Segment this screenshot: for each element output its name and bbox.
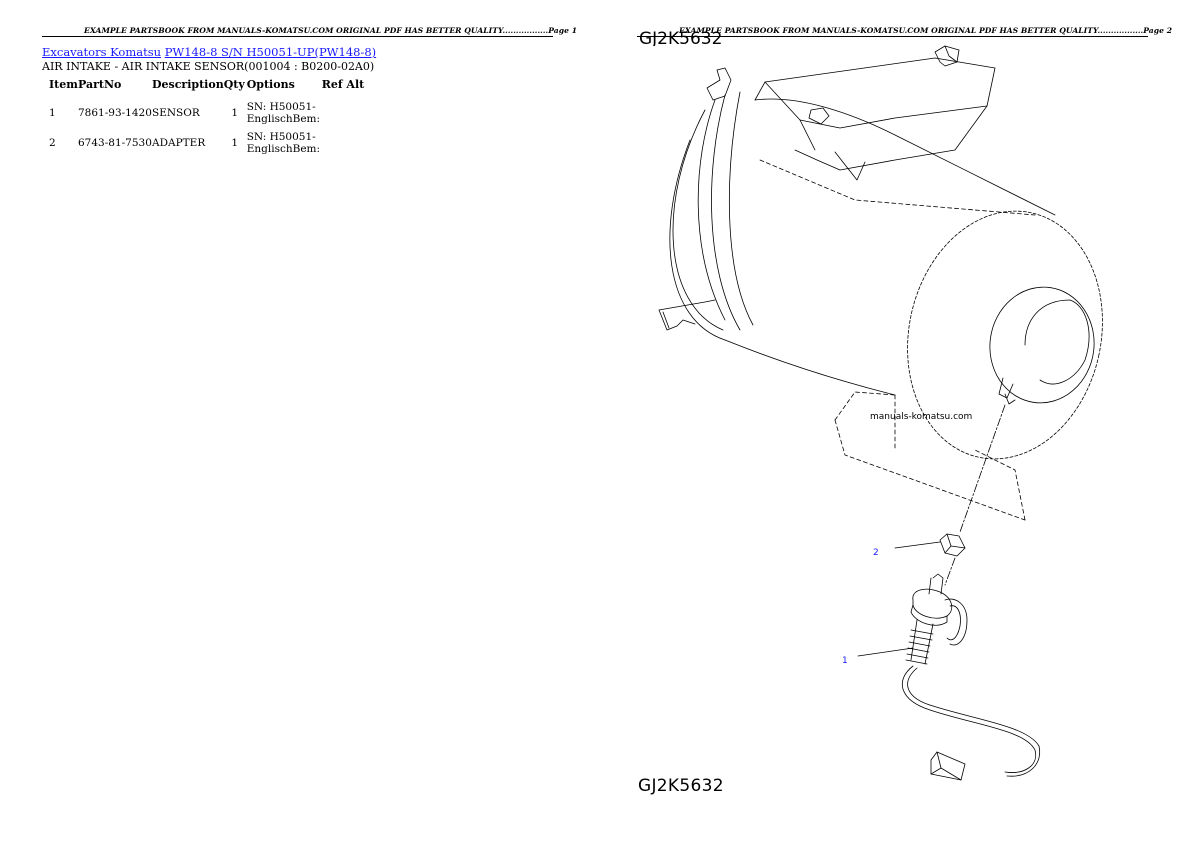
exploded-parts-diagram: manuals-komatsu.com 2 1 [658, 45, 1103, 781]
figure-id-label: GJ2K5632 [638, 776, 724, 796]
callout-item-1[interactable]: 1 [842, 656, 848, 666]
header-options: Options [246, 77, 295, 91]
section-title: AIR INTAKE - AIR INTAKE SENSOR(001004 : … [42, 60, 375, 73]
row-refalt [322, 97, 372, 127]
page-1-header-rule [42, 36, 553, 37]
callout-item-2[interactable]: 2 [873, 548, 879, 558]
row-qty: 1 [231, 107, 239, 119]
row-options-line1: SN: H50051- [246, 131, 316, 143]
header-item: Item [49, 78, 78, 91]
page-1: EXAMPLE PARTSBOOK FROM MANUALS-KOMATSU.C… [42, 26, 578, 157]
header-partno: PartNo [78, 78, 122, 91]
header-refalt: Ref Alt [321, 78, 365, 91]
page-2-header-rule [637, 36, 1148, 37]
row-item: 2 [49, 137, 56, 149]
table-row: 1 7861-93-1420 SENSOR 1 SN: H50051- Engl… [42, 97, 372, 127]
row-item: 1 [49, 107, 56, 119]
parts-table-header-row: Item PartNo Description Qty Options Ref … [42, 76, 372, 97]
parts-table: Item PartNo Description Qty Options Ref … [42, 76, 372, 157]
row-options: SN: H50051- EnglischBem: [246, 97, 322, 127]
row-options: SN: H50051- EnglischBem: [246, 127, 322, 157]
breadcrumb-link-category[interactable]: Excavators Komatsu [42, 45, 162, 59]
cropped-figure-label-text: GJ2K5632 [639, 29, 722, 46]
breadcrumb: Excavators Komatsu PW148-8 S/N H50051-UP… [42, 45, 376, 59]
header-description: Description [152, 78, 224, 91]
row-description: ADAPTER [152, 137, 206, 149]
row-options-line2: EnglischBem: [246, 113, 321, 125]
row-refalt [322, 127, 372, 157]
header-qty: Qty [223, 78, 245, 91]
table-row: 2 6743-81-7530 ADAPTER 1 SN: H50051- Eng… [42, 127, 372, 157]
cropped-figure-label: GJ2K5632 [639, 29, 722, 46]
row-options-line2: EnglischBem: [246, 143, 321, 155]
page-2: EXAMPLE PARTSBOOK FROM MANUALS-KOMATSU.C… [595, 0, 1190, 842]
row-partno: 6743-81-7530 [78, 137, 152, 149]
row-description: SENSOR [152, 107, 200, 119]
page-1-header: EXAMPLE PARTSBOOK FROM MANUALS-KOMATSU.C… [84, 26, 578, 35]
row-options-line1: SN: H50051- [246, 101, 316, 113]
row-partno: 7861-93-1420 [78, 107, 152, 119]
row-qty: 1 [231, 137, 239, 149]
page-2-header: EXAMPLE PARTSBOOK FROM MANUALS-KOMATSU.C… [679, 26, 1173, 35]
watermark-text: manuals-komatsu.com [870, 412, 972, 422]
breadcrumb-link-model[interactable]: PW148-8 S/N H50051-UP(PW148-8) [164, 45, 377, 59]
